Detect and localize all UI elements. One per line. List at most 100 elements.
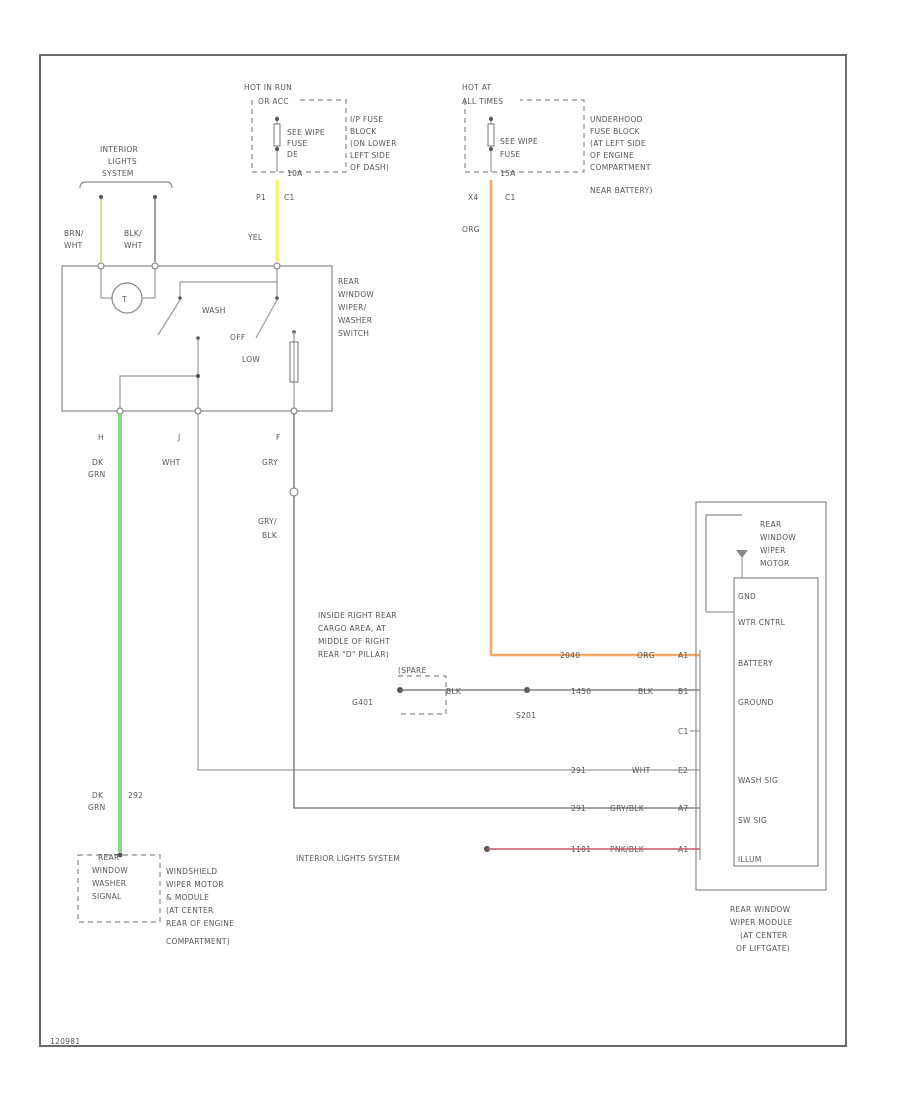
washer-dashed-outline (77, 854, 161, 923)
fuse-at-fuse-symbol (487, 123, 495, 147)
interior-lights-label: INTERIOR (100, 145, 138, 154)
switch-label: REAR (338, 277, 360, 286)
module-pin-name: WTR CNTRL (738, 618, 786, 627)
module-circuit: 291 (571, 804, 586, 813)
switch-resistor (289, 341, 299, 383)
interior-wire-label: WHT (64, 241, 83, 250)
interior-wire-label: WHT (124, 241, 143, 250)
fuse-run-location: (ON LOWER (350, 139, 397, 148)
module-wire-color: GRY/BLK (610, 804, 645, 813)
module-label: (AT CENTER (740, 931, 788, 940)
module-wire-color: ORG (637, 651, 655, 660)
motor-label: MOTOR (760, 559, 790, 568)
switch-wire-label: GRN (88, 470, 106, 479)
fuse-at-wire-color: ORG (462, 225, 480, 234)
motor-label: REAR (760, 520, 782, 529)
wire-inline-connector (289, 487, 299, 497)
ground-wire-label: BLK (446, 687, 462, 696)
switch-contact (275, 296, 279, 300)
switch-wire-label: WHT (162, 458, 181, 467)
wiper-module: REAR WINDOW WIPER MOTOR GND WTR CNTRL BA… (560, 501, 827, 953)
switch-off-label: OFF (230, 333, 245, 342)
switch-pin (97, 262, 105, 270)
switch-pin-label: F (276, 433, 281, 442)
fuse-run-location: LEFT SIDE (350, 151, 390, 160)
ground-symbol-icon (736, 550, 748, 558)
switch-label: WASHER (338, 316, 372, 325)
module-pin-name: GROUND (738, 698, 774, 707)
ground-location: INSIDE RIGHT REAR (318, 611, 397, 620)
fuse-run-location: OF DASH) (350, 163, 389, 172)
module-circuit: 2040 (560, 651, 580, 660)
fuse-at-location: NEAR BATTERY) (590, 186, 653, 195)
washer-wire-label: 292 (128, 791, 143, 800)
module-pin-name: ILLUM (738, 855, 762, 864)
fuse-at-header-2: ALL TIMES (462, 97, 503, 106)
fuse-at-location: (AT LEFT SIDE (590, 139, 646, 148)
module-wire-color: BLK (638, 687, 654, 696)
fuse-run-text: FUSE (287, 139, 308, 148)
diagram-frame (39, 54, 847, 1047)
module-label: WIPER MODULE (730, 918, 793, 927)
fuse-run-header-1: HOT IN RUN (244, 83, 292, 92)
interior-wire-label: BRN/ (64, 229, 84, 238)
fuse-at-header-1: HOT AT (462, 83, 492, 92)
switch-contact (196, 336, 200, 340)
fuse-run-node (275, 117, 279, 121)
module-label: REAR WINDOW (730, 905, 791, 914)
fuse-run-node (275, 147, 279, 151)
wire-org (489, 180, 700, 657)
fuse-at-location: FUSE BLOCK (590, 127, 641, 136)
fuse-at-node (489, 147, 493, 151)
washer-location: (AT CENTER (166, 906, 214, 915)
switch-wire-label: DK (92, 458, 104, 467)
ground-dashed-outline (398, 675, 447, 715)
washer-node (117, 852, 123, 858)
washer-location: REAR OF ENGINE (166, 919, 234, 928)
washer-location: COMPARTMENT) (166, 937, 230, 946)
fuse-run-dashed-outline (251, 99, 347, 173)
washer-location: & MODULE (166, 893, 209, 902)
fuse-at-text: FUSE (500, 150, 521, 159)
module-label: OF LIFTGATE) (736, 944, 790, 953)
switch-internal (119, 375, 198, 408)
interior-wire-label: BLK/ (124, 229, 142, 238)
fuse-at-text: SEE WIPE (500, 137, 538, 146)
interior-lights-node (99, 195, 103, 199)
fuse-at-location: OF ENGINE (590, 151, 634, 160)
switch-lamp-glyph: T (121, 295, 127, 304)
switch-low-label: LOW (242, 355, 260, 364)
motor-label: WIPER (760, 546, 786, 555)
switch-pin (273, 262, 281, 270)
switch-label: SWITCH (338, 329, 369, 338)
wash-contact-arm (157, 299, 181, 336)
ground-location: MIDDLE OF RIGHT (318, 637, 390, 646)
fuse-run-text: 10A (287, 169, 303, 178)
module-pin: E2 (678, 766, 688, 775)
washer-location: WIPER MOTOR (166, 880, 224, 889)
fuse-run-text: DE (287, 150, 298, 159)
switch-label: WINDOW (338, 290, 374, 299)
fuse-at-pin: X4 (468, 193, 479, 202)
interior-lights-bottom-label: INTERIOR LIGHTS SYSTEM (296, 854, 400, 863)
ground-location: (SPARE (398, 666, 427, 675)
module-circuit: 291 (571, 766, 586, 775)
switch-wash-label: WASH (202, 306, 226, 315)
splice-id: S201 (516, 711, 536, 720)
motor-label: WINDOW (760, 533, 796, 542)
washer-wire-label: DK (92, 791, 104, 800)
module-pin-name: GND (738, 592, 756, 601)
wire-gry-blk (293, 414, 700, 809)
fuse-at-pin: C1 (505, 193, 516, 202)
switch-pin (290, 407, 298, 415)
module-circuit: 1450 (571, 687, 591, 696)
fuse-run-pin: P1 (256, 193, 266, 202)
splice-wire-label: GRY/ (258, 517, 277, 526)
switch-pin-label: H (98, 433, 104, 442)
switch-lamp-icon (111, 282, 143, 314)
washer-wire-label: GRN (88, 803, 106, 812)
interior-lights-top: INTERIOR LIGHTS SYSTEM BRN/ WHT BLK/ WHT (64, 145, 173, 262)
module-pin-name: SW SIG (738, 816, 767, 825)
fuse-run-text: SEE WIPE (287, 128, 325, 137)
